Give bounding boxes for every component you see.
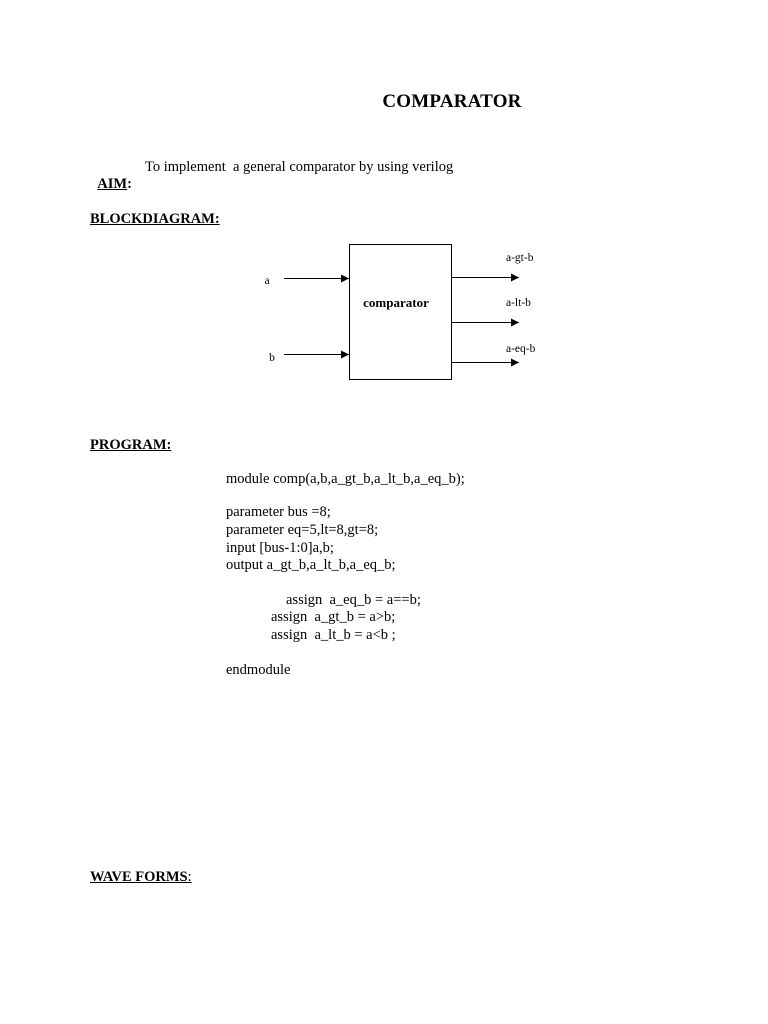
code-line-output: output a_gt_b,a_lt_b,a_eq_b; xyxy=(226,557,396,573)
code-line-module: module comp(a,b,a_gt_b,a_lt_b,a_eq_b); xyxy=(226,471,465,487)
block-diagram-heading: BLOCKDIAGRAM: xyxy=(90,211,220,227)
aim-line: AIM: To implement a general comparator b… xyxy=(90,159,453,210)
aim-text: To implement a general comparator by usi… xyxy=(145,159,454,175)
page-title: COMPARATOR xyxy=(382,91,522,112)
aim-colon: : xyxy=(127,176,132,192)
comparator-block xyxy=(349,244,452,380)
output-label-lt: a-lt-b xyxy=(506,297,531,309)
input-label-b: b xyxy=(269,352,275,364)
code-line-assign-eq: assign a_eq_b = a==b; xyxy=(286,592,421,608)
code-line-param-eq: parameter eq=5,lt=8,gt=8; xyxy=(226,522,379,538)
waveforms-heading: WAVE FORMS xyxy=(90,869,188,885)
input-label-a: a xyxy=(264,275,269,287)
program-heading: PROGRAM: xyxy=(90,437,172,453)
aim-label: AIM xyxy=(97,176,128,192)
code-line-input: input [bus-1:0]a,b; xyxy=(226,540,334,556)
waveforms-heading-line: WAVE FORMS: xyxy=(90,869,192,886)
output-label-gt: a-gt-b xyxy=(506,252,534,264)
block-label: comparator xyxy=(363,295,429,310)
waveforms-colon: : xyxy=(187,869,192,885)
code-line-assign-lt: assign a_lt_b = a<b ; xyxy=(271,627,396,643)
output-label-eq: a-eq-b xyxy=(506,343,536,355)
code-line-param-bus: parameter bus =8; xyxy=(226,504,331,520)
code-line-endmodule: endmodule xyxy=(226,662,291,678)
code-line-assign-gt: assign a_gt_b = a>b; xyxy=(271,609,396,625)
